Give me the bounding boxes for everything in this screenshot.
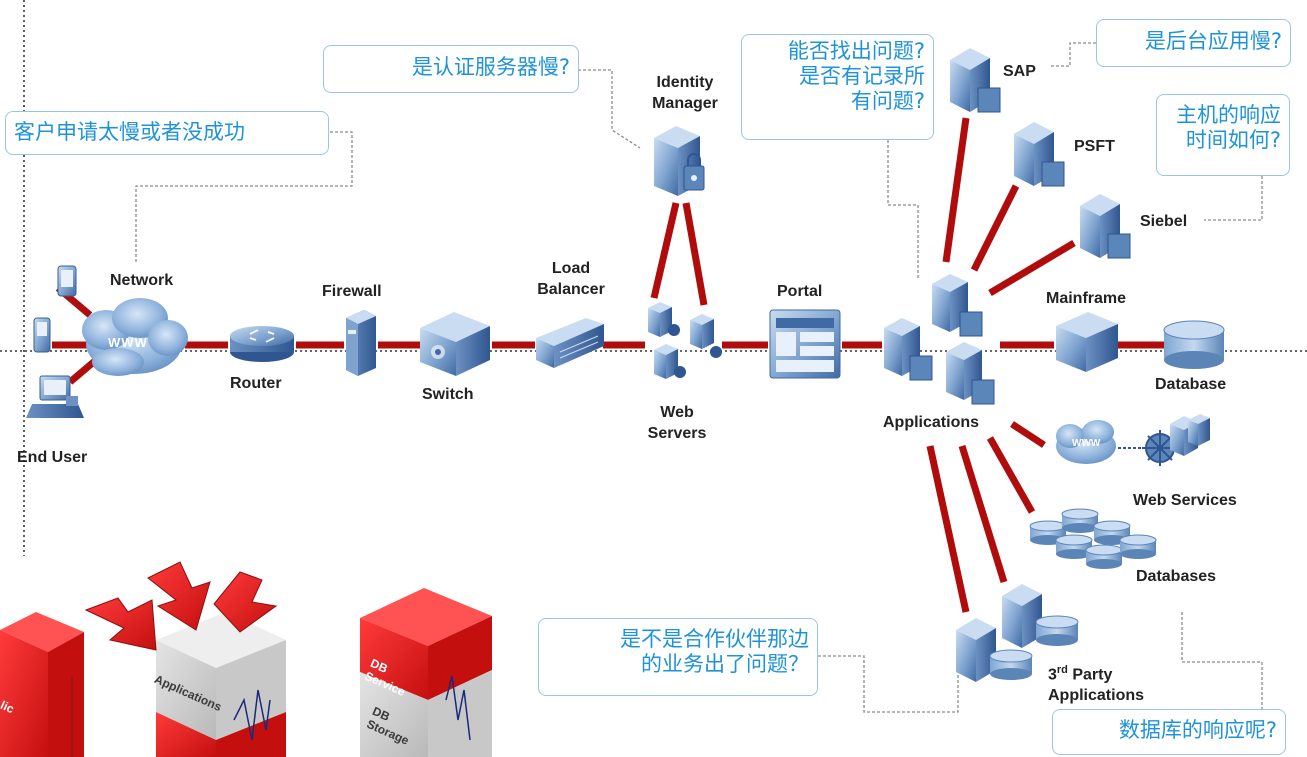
callout-find-issue: 能否找出问题? 是否有记录所 有问题? — [741, 34, 934, 140]
router-icon — [230, 326, 294, 362]
network-label: Network — [110, 272, 174, 289]
psft-server-icon — [1014, 122, 1065, 187]
databases-group-icon — [1029, 508, 1157, 569]
database-label: Database — [1155, 376, 1227, 393]
load-balancer-icon — [536, 318, 604, 368]
left-red-stack-box — [0, 612, 84, 757]
desktop-computer-icon — [26, 375, 84, 418]
switch-icon — [420, 312, 490, 376]
web-servers-icon — [648, 302, 722, 379]
switch-label: Switch — [422, 386, 474, 403]
third-party-applications-icon — [956, 584, 1079, 682]
db-stack-box — [360, 588, 492, 757]
www-cloud-text: WWW — [108, 335, 148, 350]
callout-backend-slow: 是后台应用慢? — [1096, 19, 1291, 67]
firewall-label: Firewall — [322, 283, 382, 300]
psft-label: PSFT — [1074, 138, 1115, 155]
load-balancer-label: Load Balancer — [537, 260, 605, 298]
mobile-device-icon — [57, 265, 77, 297]
callout-db-response: 数据库的响应呢? — [1052, 709, 1286, 755]
identity-manager-icon — [654, 126, 705, 196]
database-icon — [1163, 320, 1225, 369]
sap-server-icon — [950, 48, 1001, 113]
siebel-server-icon — [1080, 194, 1131, 259]
identity-manager-label: Identity Manager — [652, 74, 718, 112]
callout-customer-slow: 客户申请太慢或者没成功 — [5, 111, 329, 155]
pda-device-icon — [33, 317, 51, 353]
web-services-www-text: WWW — [1072, 438, 1101, 449]
callout-partner-issue: 是不是合作伙伴那边 的业务出了问题？ — [538, 618, 818, 696]
mainframe-label: Mainframe — [1046, 290, 1127, 307]
mainframe-icon — [1056, 312, 1118, 372]
red-arrow-icons — [84, 561, 278, 651]
portal-label: Portal — [777, 283, 823, 300]
applications-label: Applications — [883, 414, 980, 431]
callout-host-response: 主机的响应 时间如何? — [1156, 94, 1290, 176]
web-services-label: Web Services — [1133, 492, 1237, 509]
portal-icon — [769, 309, 841, 379]
www-cloud-icon — [82, 298, 188, 376]
callout-connectors — [135, 42, 1263, 713]
web-servers-label: Web Servers — [647, 404, 707, 442]
siebel-label: Siebel — [1140, 213, 1188, 230]
sap-label: SAP — [1003, 63, 1036, 80]
network-links — [52, 117, 1164, 613]
applications-stack-box — [156, 612, 286, 757]
end-user-label: End User — [17, 449, 88, 466]
third-party-applications-label: 3rd Party Applications — [1048, 664, 1145, 705]
callout-auth-server-slow: 是认证服务器慢? — [323, 45, 579, 93]
web-services-icon — [1056, 414, 1210, 466]
applications-servers-icon — [884, 274, 995, 405]
databases-label: Databases — [1136, 568, 1217, 585]
firewall-icon — [346, 310, 376, 376]
router-label: Router — [230, 375, 282, 392]
